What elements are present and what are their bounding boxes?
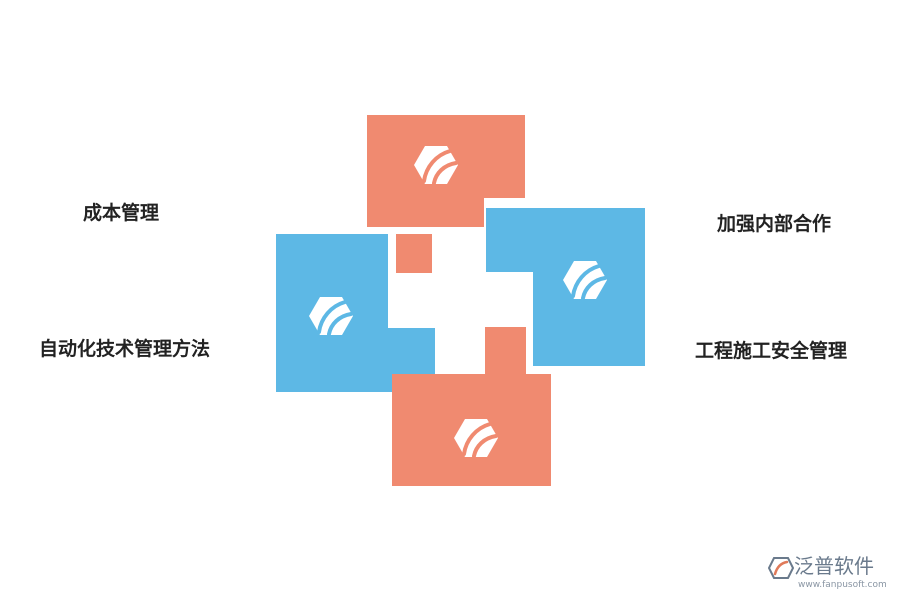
label-internal-cooperation: 加强内部合作	[717, 213, 832, 235]
label-cost-management: 成本管理	[83, 202, 160, 224]
hexagon-logo-icon	[454, 419, 498, 458]
watermark-brand: 泛普软件	[794, 554, 874, 578]
label-automation-tech: 自动化技术管理方法	[39, 338, 211, 360]
hexagon-logo-icon	[563, 261, 607, 300]
watermark: 泛普软件 www.fanpusoft.com	[768, 553, 894, 593]
tile-left-blue	[276, 234, 435, 392]
watermark-url: www.fanpusoft.com	[798, 580, 887, 590]
hexagon-logo-icon	[309, 297, 353, 336]
tile-bottom-salmon	[392, 327, 551, 486]
label-safety-management: 工程施工安全管理	[695, 340, 848, 362]
connector-square-salmon	[396, 234, 432, 273]
tile-right-blue	[486, 208, 645, 366]
fanpu-logo-icon	[768, 557, 794, 579]
hexagon-logo-icon	[414, 146, 458, 185]
